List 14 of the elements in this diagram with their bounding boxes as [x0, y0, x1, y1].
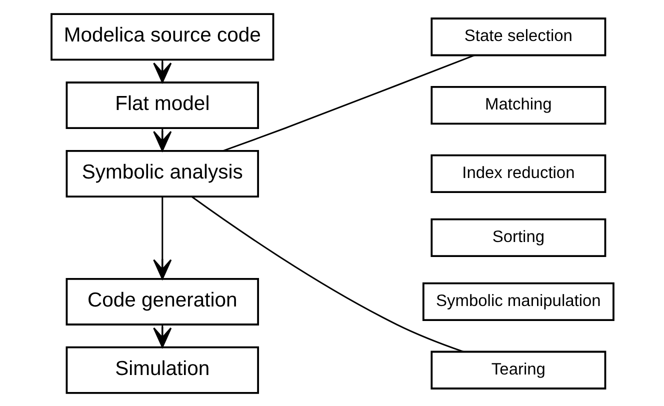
connector — [190, 196, 464, 352]
connector — [222, 54, 474, 152]
node-box: Symbolic manipulation — [422, 282, 614, 321]
node-box: Sorting — [430, 218, 606, 257]
arrow — [152, 196, 172, 280]
node-box: Index reduction — [430, 154, 606, 193]
node-box: Modelica source code — [50, 12, 274, 60]
node-box: Symbolic analysis — [65, 149, 258, 197]
node-box: State selection — [430, 17, 606, 56]
node-box: Code generation — [65, 277, 258, 325]
node-box: Simulation — [65, 346, 258, 394]
node-box: Flat model — [65, 81, 258, 129]
node-box: Tearing — [430, 350, 606, 389]
node-box: Matching — [430, 85, 606, 124]
